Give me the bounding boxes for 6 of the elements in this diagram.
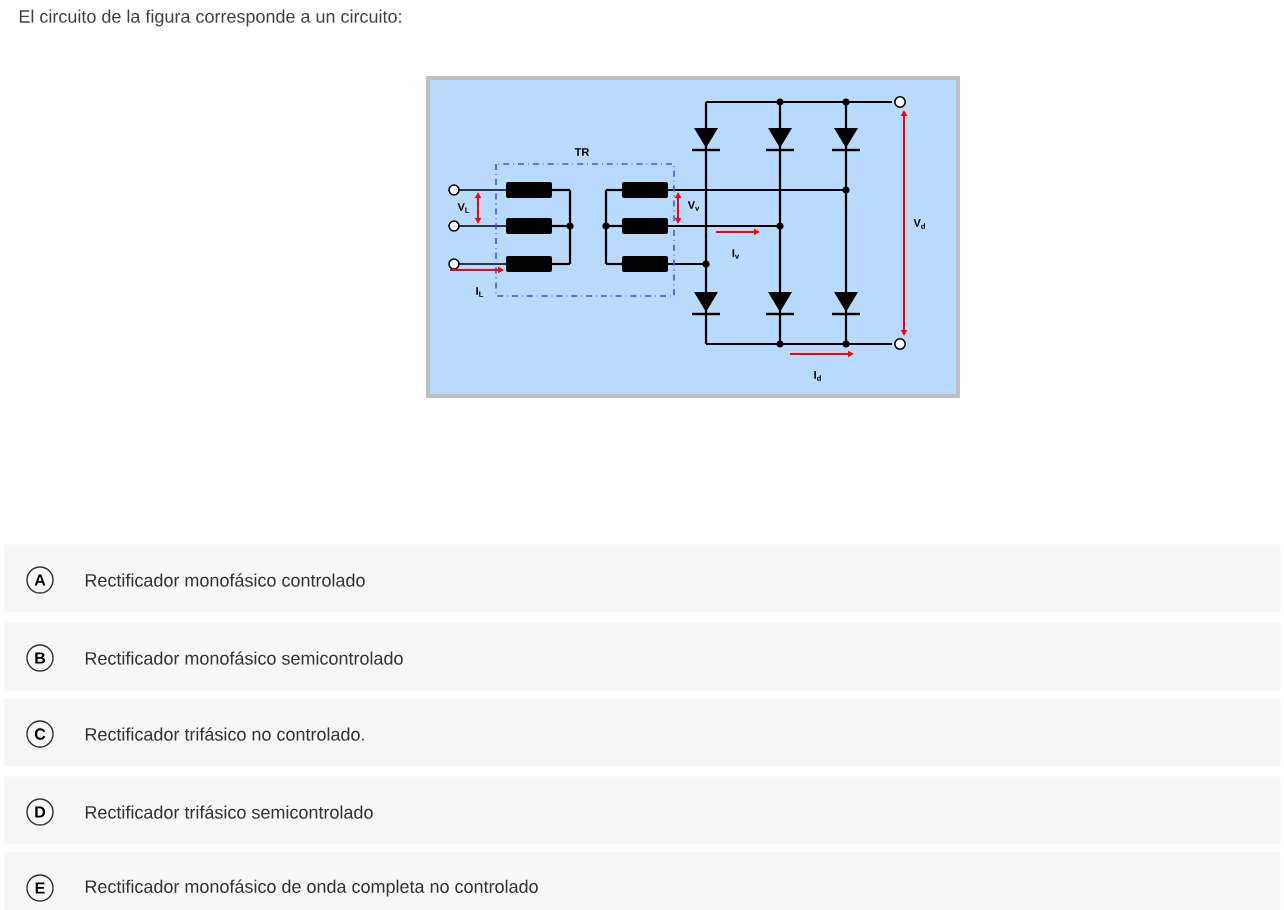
question-text: El circuito de la figura corresponde a un circuito: xyxy=(19,9,401,27)
answer-option: E Rectificador monofásico de onda completa no controlado xyxy=(4,852,1281,910)
answer-option: D Rectificador trifásico semicontrolado xyxy=(4,776,1281,845)
answer-option: C Rectificador trifásico no controlado. xyxy=(4,698,1281,767)
answer-option: B Rectificador monofásico semicontrolado xyxy=(4,622,1281,691)
answer-option: A Rectificador monofásico controlado xyxy=(4,544,1281,613)
